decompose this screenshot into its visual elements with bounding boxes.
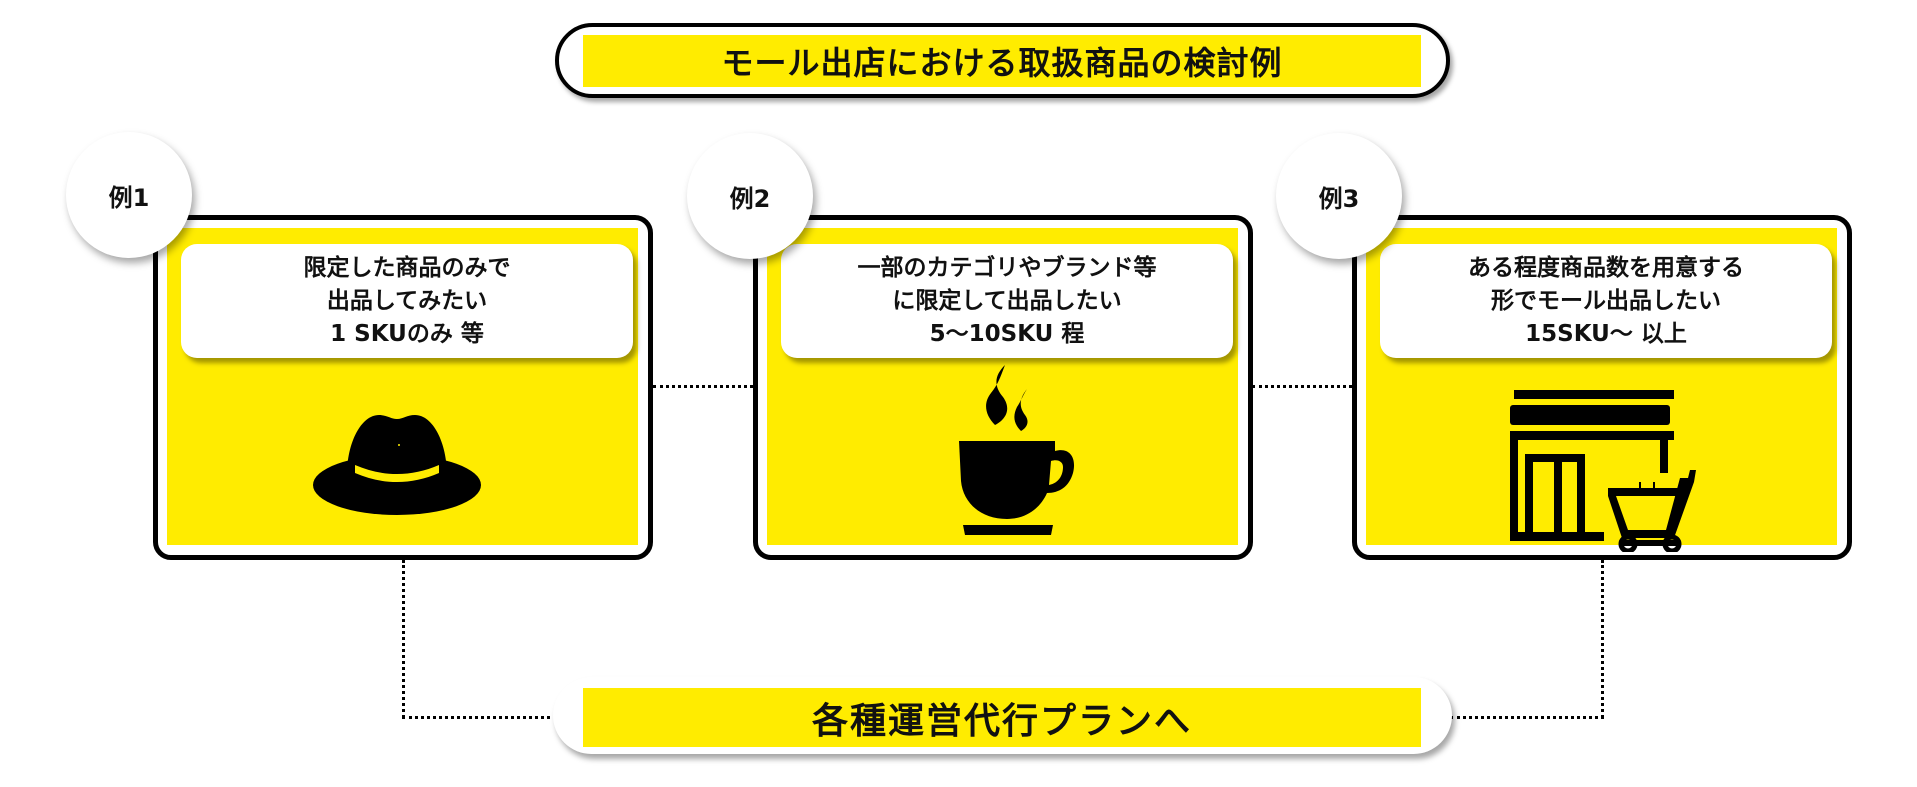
page-title: モール出店における取扱商品の検討例 (583, 35, 1421, 87)
example-description: 一部のカテゴリやブランド等 に限定して出品したい 5〜10SKU 程 (781, 244, 1233, 358)
description-line: 出品してみたい (326, 287, 488, 314)
example-card-2: 一部のカテゴリやブランド等 に限定して出品したい 5〜10SKU 程 (753, 215, 1253, 560)
example-card-1: 限定した商品のみで 出品してみたい 1 SKUのみ 等 (153, 215, 653, 560)
description-line: 限定した商品のみで (303, 254, 511, 281)
description-line: 形でモール出品したい (1491, 287, 1721, 314)
example-description: 限定した商品のみで 出品してみたい 1 SKUのみ 等 (181, 244, 633, 358)
description-line: ある程度商品数を用意する (1468, 254, 1744, 281)
description-line: に限定して出品したい (892, 287, 1122, 314)
example-badge-3: 例3 (1276, 133, 1402, 259)
card-background: ある程度商品数を用意する 形でモール出品したい 15SKU〜 以上 (1366, 228, 1837, 552)
store-cart-icon (1510, 390, 1696, 552)
plans-link-banner[interactable]: 各種運営代行プランへ (583, 688, 1421, 747)
connector-right-down (1601, 560, 1604, 718)
hat-icon (313, 415, 481, 515)
description-line: 一部のカテゴリやブランド等 (857, 254, 1157, 281)
description-line: 5〜10SKU 程 (929, 320, 1085, 347)
connector-1-2 (653, 385, 753, 388)
connector-left-to-footer (402, 716, 557, 719)
connector-left-down (402, 560, 405, 718)
example-badge-2: 例2 (687, 133, 813, 259)
connector-2-3 (1252, 385, 1352, 388)
example-card-3: ある程度商品数を用意する 形でモール出品したい 15SKU〜 以上 (1352, 215, 1852, 560)
connector-right-to-footer (1450, 716, 1604, 719)
card-background: 限定した商品のみで 出品してみたい 1 SKUのみ 等 (167, 228, 638, 545)
coffee-cup-icon (959, 365, 1075, 535)
description-line: 15SKU〜 以上 (1525, 320, 1687, 347)
description-line: 1 SKUのみ 等 (330, 320, 484, 347)
card-background: 一部のカテゴリやブランド等 に限定して出品したい 5〜10SKU 程 (767, 228, 1238, 545)
example-description: ある程度商品数を用意する 形でモール出品したい 15SKU〜 以上 (1380, 244, 1832, 358)
example-badge-1: 例1 (66, 132, 192, 258)
